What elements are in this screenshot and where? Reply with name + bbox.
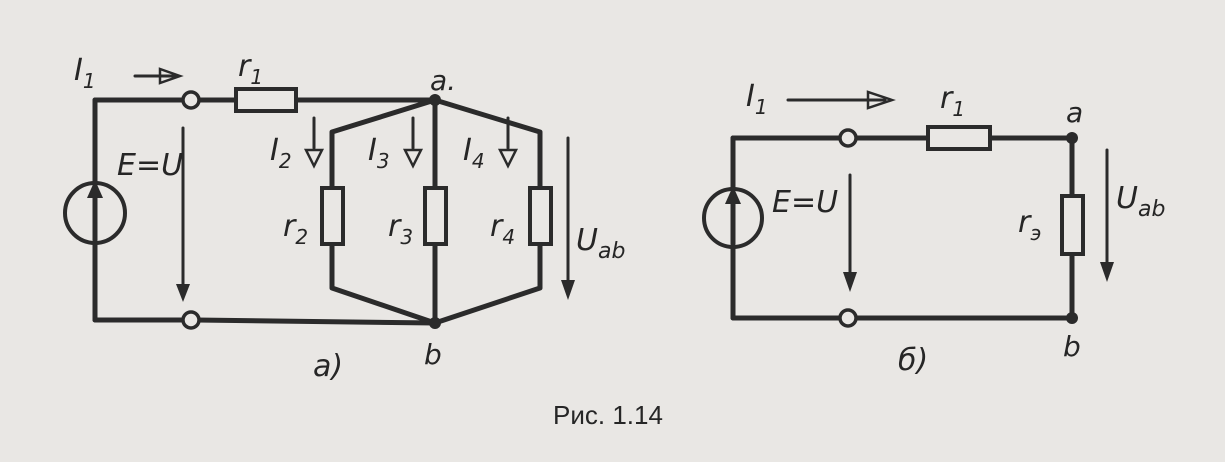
label-sub-a: a) <box>313 349 343 384</box>
node-a-dot-b <box>1066 132 1078 144</box>
label-node-a-a: a. <box>430 64 456 97</box>
resistor-r4-a <box>528 186 553 246</box>
label-emf-b: E=U <box>772 185 838 220</box>
label-node-b-b: b <box>1063 330 1081 363</box>
label-i3-a: I3 <box>368 133 390 173</box>
i4-arrow-a <box>497 148 519 169</box>
resistor-r3-a <box>423 186 448 246</box>
i2-arrow-a <box>303 148 325 169</box>
terminal-bottom-b <box>838 308 858 328</box>
label-r4-a: r4 <box>490 209 515 249</box>
label-r2-a: r2 <box>283 209 308 249</box>
label-uab-a: Uab <box>576 223 625 264</box>
label-emf-a: E=U <box>117 148 183 183</box>
voltage-source-b <box>702 135 764 321</box>
diagram-b: I1 r1 a E=U rэ Uab b б) <box>702 79 1165 378</box>
label-sub-b: б) <box>898 343 928 378</box>
terminal-top-b <box>838 128 858 148</box>
wire-bottom-a <box>193 317 438 326</box>
terminal-top-a <box>181 90 201 110</box>
resistor-r1-a <box>234 87 298 113</box>
label-r3-a: r3 <box>388 209 413 249</box>
terminal-bottom-a <box>181 310 201 330</box>
resistor-r2-a <box>320 186 345 246</box>
resistor-r1-b <box>926 125 992 151</box>
node-a-dot-a <box>429 94 441 106</box>
label-i4-a: I4 <box>463 133 485 173</box>
label-i2-a: I2 <box>270 133 292 173</box>
label-re-b: rэ <box>1018 205 1041 245</box>
label-i1-a: I1 <box>74 53 96 93</box>
label-r1-a: r1 <box>238 49 263 89</box>
label-node-a-b: a <box>1066 96 1083 129</box>
resistor-re-b <box>1060 194 1085 256</box>
label-i1-b: I1 <box>746 79 768 119</box>
label-node-b-a: b <box>424 338 442 371</box>
node-b-dot-a <box>429 317 441 329</box>
voltage-source-a <box>63 97 127 323</box>
diagram-a: I1 r1 a. E=U I2 I3 I4 r2 r3 r4 Uab b a) <box>63 49 625 384</box>
i3-arrow-a <box>402 148 424 169</box>
label-uab-b: Uab <box>1116 181 1165 222</box>
figure-caption: Рис. 1.14 <box>553 400 663 430</box>
label-r1-b: r1 <box>940 81 965 121</box>
node-b-dot-b <box>1066 312 1078 324</box>
